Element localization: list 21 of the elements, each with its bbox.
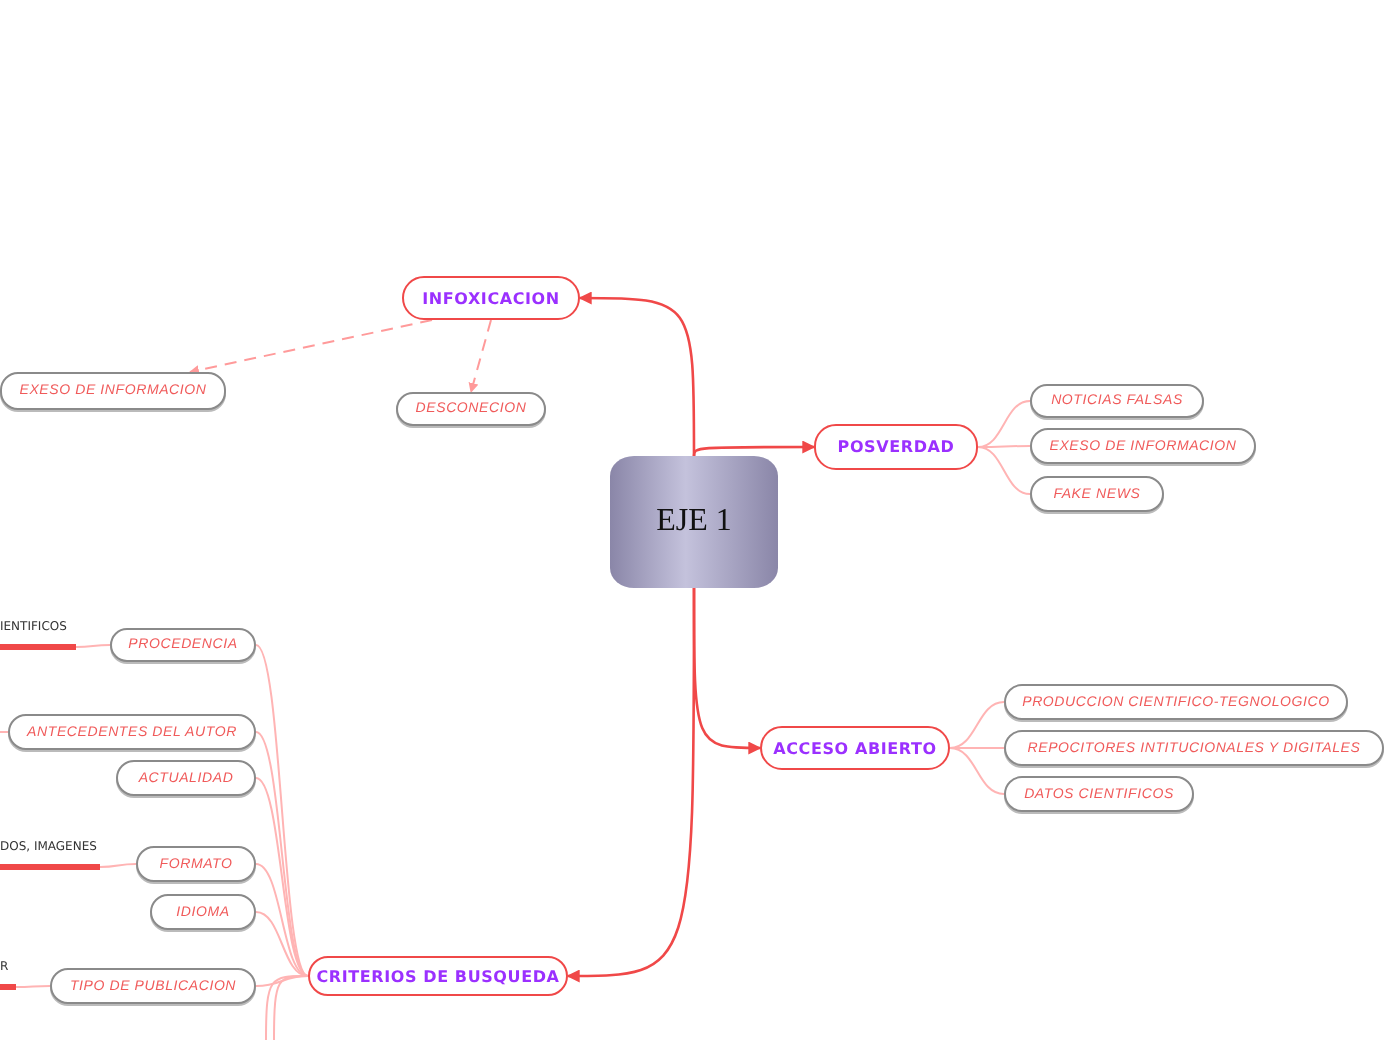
central-topic: EJE 1: [610, 456, 778, 588]
arrow: [566, 588, 696, 983]
arrow: [578, 291, 696, 456]
arrow: [692, 440, 816, 457]
branch-line: [273, 975, 309, 1040]
branch-line: [0, 731, 9, 733]
branch-line: [255, 644, 309, 977]
topic-box: POSVERDAD: [814, 424, 978, 470]
branch-line: [15, 985, 51, 988]
branch-line: [99, 863, 137, 868]
topic-box: ACCESO ABIERTO: [760, 726, 950, 770]
arrow: [468, 319, 492, 393]
branch-line: [977, 446, 1031, 495]
branch-line: [949, 747, 1005, 795]
topic-box: INFOXICACION: [402, 276, 580, 320]
arrow: [189, 319, 433, 375]
branch-line: [977, 445, 1031, 448]
branch-line: [75, 644, 111, 648]
branch-line: [949, 701, 1005, 749]
topic-box: CRITERIOS DE BUSQUEDA: [308, 956, 568, 996]
branch-line: [977, 400, 1031, 448]
